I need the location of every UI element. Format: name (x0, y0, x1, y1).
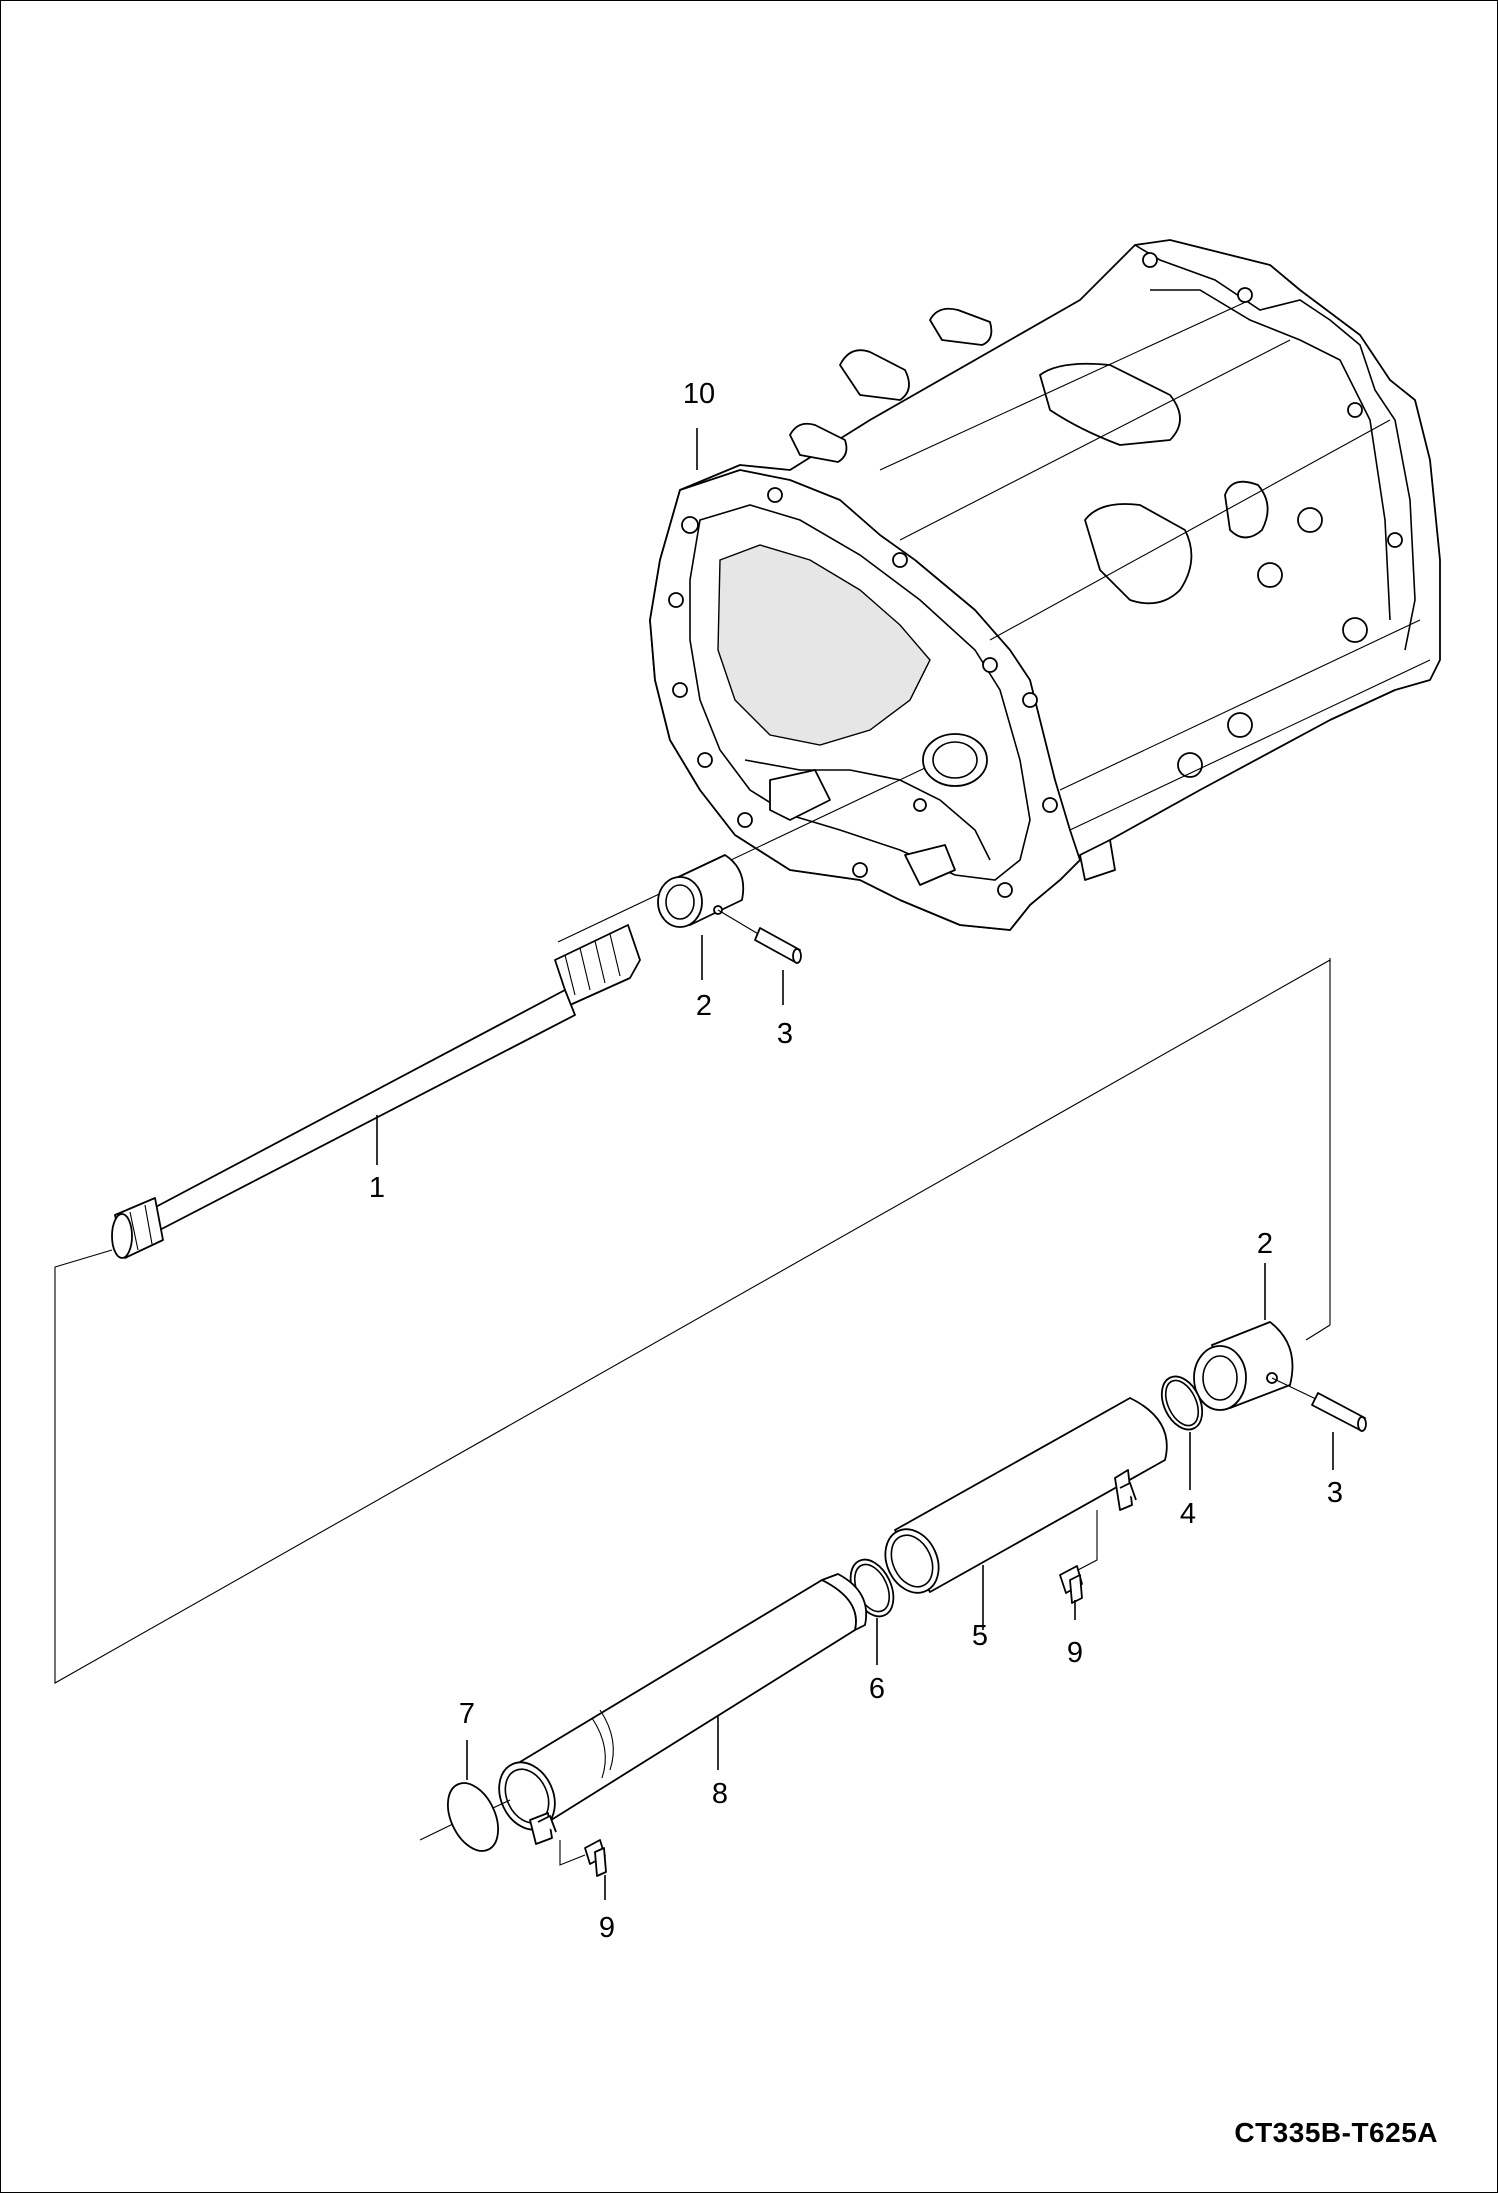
callout-6: 6 (869, 1673, 885, 1705)
tube-8 (498, 1573, 867, 1845)
bushing-lower (1193, 1321, 1294, 1411)
callout-10: 10 (683, 378, 715, 410)
callout-8: 8 (712, 1778, 728, 1810)
input-shaft (111, 924, 641, 1259)
assembly-line-left (54, 958, 1331, 1684)
callout-3-lower: 3 (1327, 1477, 1343, 1509)
callout-1: 1 (369, 1172, 385, 1204)
callout-3-upper: 3 (777, 1018, 793, 1050)
assembly-line-shaft-housing (557, 767, 926, 943)
callout-2-lower: 2 (1257, 1228, 1273, 1260)
callout-7: 7 (459, 1698, 475, 1730)
callout-5: 5 (972, 1620, 988, 1652)
pin-upper (717, 909, 802, 964)
bolt-9-upper (1059, 1510, 1098, 1604)
transmission-housing (649, 239, 1441, 931)
bushing-upper (657, 854, 745, 928)
seal-7 (419, 1782, 511, 1852)
tube-5 (884, 1397, 1168, 1594)
pin-lower (1271, 1377, 1367, 1432)
callout-9-lower: 9 (599, 1912, 615, 1944)
callout-4: 4 (1180, 1498, 1196, 1530)
bolt-9-lower (559, 1839, 607, 1877)
o-ring-4 (1160, 1375, 1204, 1431)
drawing-code-label: CT335B-T625A (1234, 2117, 1438, 2148)
callout-2-upper: 2 (696, 990, 712, 1022)
callout-9-upper: 9 (1067, 1637, 1083, 1669)
